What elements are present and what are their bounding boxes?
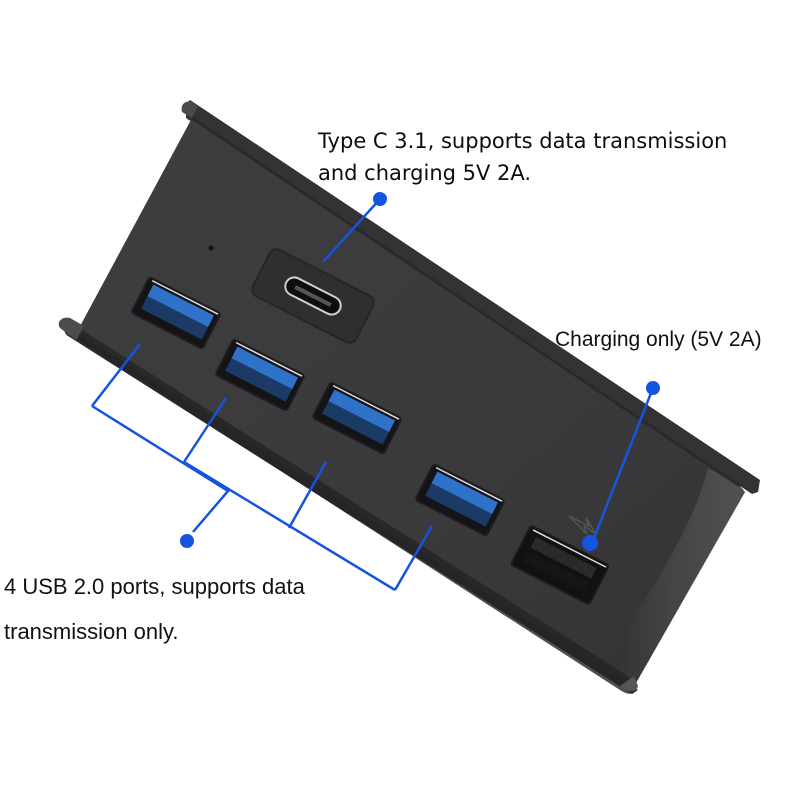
hub-body: [78, 116, 745, 690]
usb-a-port-3: [312, 382, 402, 454]
callout-charging-port: [582, 381, 660, 551]
usb-a-port-2: [215, 339, 305, 411]
type-c-annotation-line2: and charging 5V 2A.: [318, 161, 532, 185]
charging-port: [510, 525, 610, 605]
top-flange: [181, 100, 760, 494]
usb-ports-annotation-line1: 4 USB 2.0 ports, supports data: [4, 574, 305, 599]
usb-a-port-1: [131, 277, 221, 349]
usb-ports-annotation-line2: transmission only.: [4, 619, 179, 644]
type-c-annotation-line1: Type C 3.1, supports data transmission: [318, 129, 728, 153]
charging-port-annotation: Charging only (5V 2A): [555, 328, 762, 351]
usb-a-port-4: [415, 464, 505, 536]
bottom-flange: [58, 317, 639, 694]
led-indicator: [208, 245, 214, 251]
type-c-annotation: Type C 3.1, supports data transmission a…: [318, 125, 727, 189]
usb-ports-annotation: 4 USB 2.0 ports, supports data transmiss…: [4, 564, 305, 654]
usb-c-port: [251, 248, 375, 344]
callout-type-c: [322, 192, 387, 263]
callout-usb-ports: [91, 343, 434, 592]
